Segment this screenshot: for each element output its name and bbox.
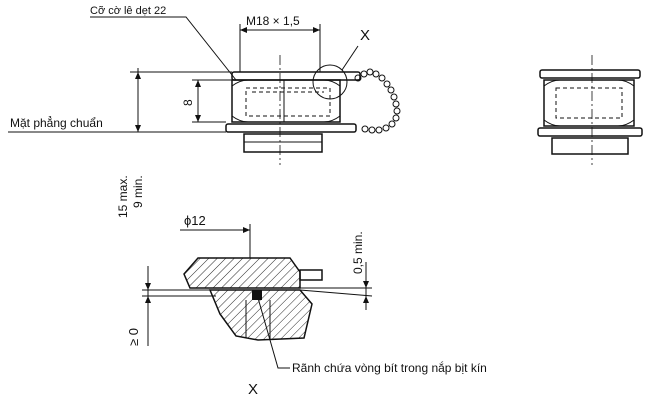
seal-groove-fill: [252, 290, 262, 300]
wrench-size-leader: [90, 16, 237, 81]
top-washer-plate: [231, 71, 361, 81]
detail-leader: [341, 45, 359, 71]
cap-section: [183, 257, 301, 289]
retaining-chain: [354, 68, 401, 134]
hidden-bore: [245, 87, 331, 117]
detail-title: X: [248, 381, 258, 398]
diameter-dim-arrow: [243, 227, 250, 233]
reference-plane-label: Mặt phẳng chuẩn: [10, 115, 103, 130]
gap-dim-arrows: [363, 281, 369, 303]
seal-groove-label: Rãnh chứa vòng bít trong nắp bịt kín: [292, 360, 487, 375]
body-section: [208, 289, 313, 341]
thread-label: M18 × 1,5: [246, 14, 300, 28]
side-nut-chamfer-left: [543, 79, 561, 127]
zero-gap-label: ≥ 0: [126, 328, 141, 346]
side-view: [537, 55, 643, 165]
side-bottom-washer: [537, 127, 643, 137]
nut-body: [231, 79, 341, 123]
nut-chamfer-left: [231, 79, 249, 123]
zero-dim-arrows: [145, 283, 151, 303]
gap-ext-bottom: [299, 289, 373, 297]
seal-groove-leader: [257, 297, 290, 369]
side-nut-body: [543, 79, 635, 127]
detail-circle: [312, 64, 348, 100]
wrench-size-label: Cỡ cờ lê dẹt 22: [90, 5, 166, 17]
detail-x-view: ϕ12 0,5 min. ≥ 0 Rãnh chứa vòng bít tron…: [126, 213, 487, 398]
protrusion-max-label: 15 max.: [116, 175, 130, 218]
diameter-label: ϕ12: [184, 213, 206, 228]
main-view: X M18 × 1,5 Cỡ cờ lê dẹt 22 8 Mặt phẳng …: [8, 5, 401, 218]
shank: [243, 133, 323, 153]
protrusion-min-label: 9 min.: [131, 175, 145, 208]
side-hidden-bore: [555, 87, 623, 119]
bottom-washer: [225, 123, 357, 133]
nut-chamfer-right: [323, 79, 341, 123]
cap-stem: [299, 269, 323, 281]
side-shank: [551, 137, 629, 155]
side-nut-chamfer-right: [617, 79, 635, 127]
protrusion-dim-arrows: [135, 72, 141, 132]
side-top-washer: [539, 69, 641, 79]
detail-marker-label: X: [360, 27, 370, 44]
height-label: 8: [181, 99, 195, 106]
gap-min-label: 0,5 min.: [351, 231, 365, 274]
